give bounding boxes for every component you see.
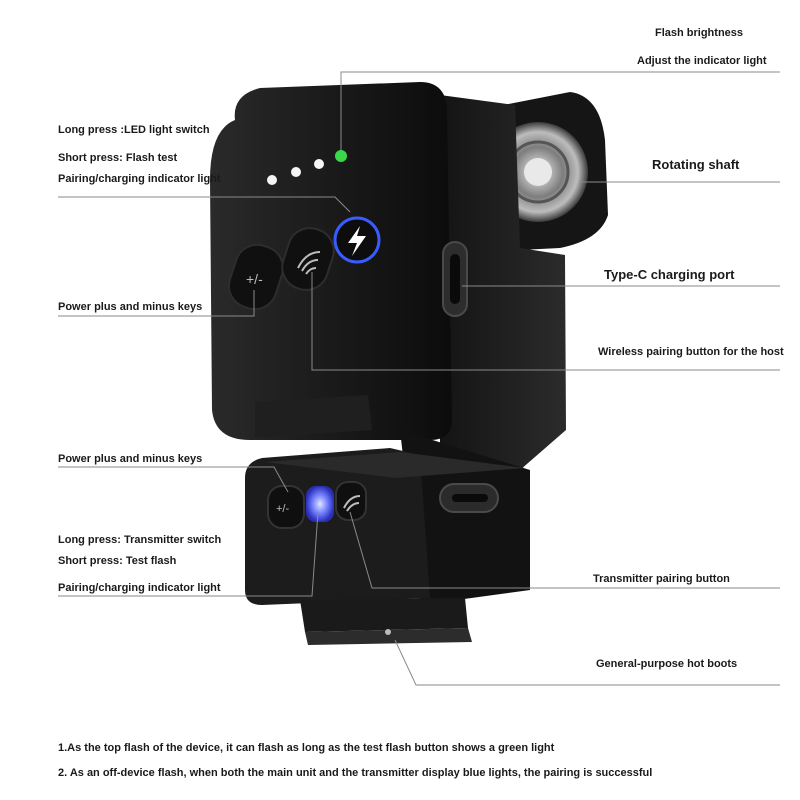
leader-pairing-indicator-top [58,196,351,213]
label-flash-brightness: Flash brightness [655,27,744,39]
label-pairing-indicator-bottom: Pairing/charging indicator light [58,582,221,594]
flash-test-button[interactable] [333,216,381,264]
shoe-receiver [255,395,372,438]
lightning-icon [348,226,366,256]
plus-minus-top: +/- [246,271,263,287]
label-led-switch: Long press :LED light switch [58,124,210,136]
wifi-icon [297,251,321,275]
indicator-dot-3 [314,159,324,169]
wifi-icon-small [343,495,361,512]
footnote-2: 2. As an off-device flash, when both the… [58,767,653,779]
typec-port [442,241,468,317]
label-typec-port: Type-C charging port [604,267,735,282]
transmitter-test-button[interactable] [306,486,334,522]
label-power-keys-top: Power plus and minus keys [58,301,203,313]
leader-flash-brightness [340,71,780,150]
wireless-pairing-button[interactable] [277,222,340,295]
indicator-dot-1 [267,175,277,185]
leader-hot-boots [394,639,780,686]
leader-power-keys-bottom [58,466,289,493]
label-wireless-pairing: Wireless pairing button for the host [598,346,784,358]
transmitter-port [439,483,499,513]
hot-shoe-foot [300,598,472,645]
power-keys-bottom[interactable]: +/- [267,485,305,529]
power-keys-top[interactable]: +/- [223,239,288,315]
indicator-dots [267,150,347,185]
leader-wireless-pairing [311,272,780,371]
main-body-side [440,95,566,470]
leader-transmitter-pairing [349,511,780,589]
label-pairing-indicator-top: Pairing/charging indicator light [58,173,221,185]
leader-test-flash [58,511,319,597]
label-power-keys-bottom: Power plus and minus keys [58,453,203,465]
label-test-flash: Short press: Test flash [58,555,177,567]
plus-minus-bottom: +/- [276,503,289,515]
label-adjust-indicator: Adjust the indicator light [637,55,767,67]
transmitter-pairing-button[interactable] [335,481,367,521]
leader-lines [58,71,780,686]
label-hot-boots: General-purpose hot boots [596,658,738,670]
footnote-1: 1.As the top flash of the device, it can… [58,742,555,754]
label-transmitter-switch: Long press: Transmitter switch [58,534,222,546]
label-transmitter-pairing: Transmitter pairing button [593,573,730,585]
leader-power-keys-top [58,290,255,317]
label-rotating-shaft: Rotating shaft [652,157,740,172]
indicator-dot-2 [291,167,301,177]
indicator-dot-green [335,150,347,162]
label-flash-test: Short press: Flash test [58,152,178,164]
